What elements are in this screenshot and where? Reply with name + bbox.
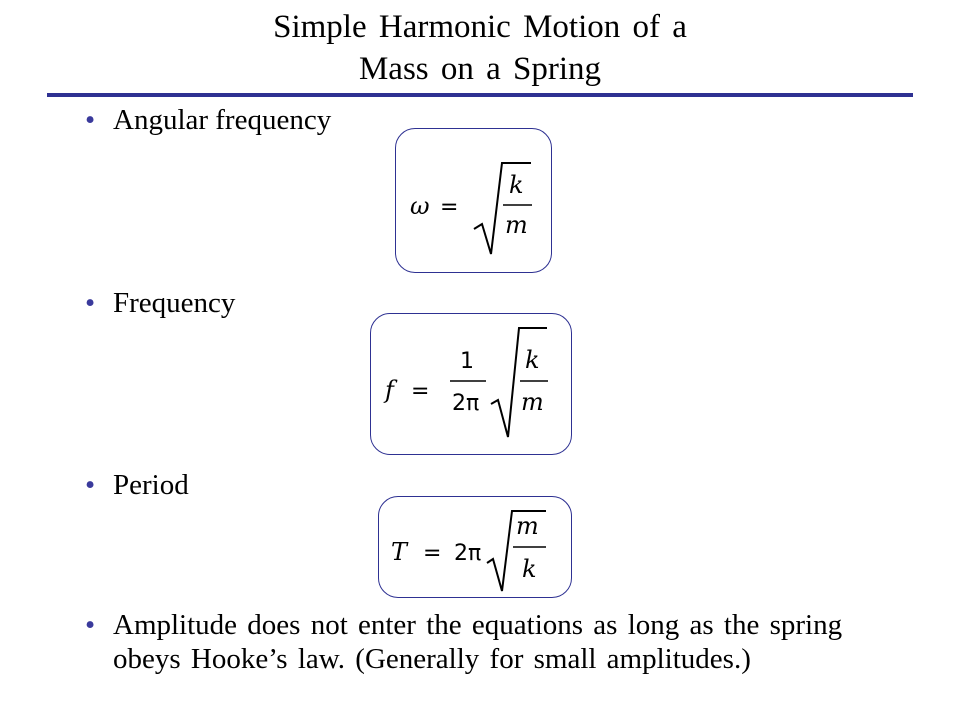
formula-one: 1 [460, 349, 474, 374]
formula-equals: = [423, 541, 441, 566]
formula-denominator: m [505, 211, 528, 239]
formula-T-lhs: T [391, 538, 409, 566]
slide-title: Simple Harmonic Motion of a Mass on a Sp… [0, 6, 960, 90]
formula-equals: = [411, 379, 429, 404]
sqrt-sign [486, 510, 546, 592]
slide-title-line-1: Simple Harmonic Motion of a [273, 9, 687, 45]
slide-title-line-2: Mass on a Spring [358, 51, 602, 87]
bullet-text: Amplitude does not enter the equations a… [113, 609, 843, 675]
sqrt-sign [490, 327, 547, 438]
formula-f-lhs: f [383, 376, 398, 404]
bullet-icon: • [85, 104, 96, 136]
formula-two-pi: 2π [452, 391, 479, 416]
formula-omega-lhs: ω [410, 192, 430, 220]
title-underline [47, 93, 913, 97]
bullet-text: Period [113, 469, 189, 501]
formula-denominator: m [521, 388, 544, 416]
formula-numerator: m [516, 512, 539, 540]
formula-two-pi: 2π [454, 541, 481, 566]
formula-equals: = [440, 195, 458, 220]
bullet-text: Frequency [113, 287, 236, 319]
formula-numerator: k [509, 171, 524, 199]
formula-frequency: f = 1 2π k m [370, 313, 572, 455]
bullet-icon: • [85, 469, 96, 501]
bullet-icon: • [85, 287, 96, 319]
sqrt-sign [473, 162, 531, 255]
bullet-icon: • [85, 609, 96, 641]
formula-numerator: k [525, 346, 540, 374]
formula-period: T = 2π m k [378, 496, 572, 598]
bullet-text: Angular frequency [113, 104, 332, 136]
formula-angular-frequency: ω = k m [395, 128, 552, 273]
formula-denominator: k [522, 555, 537, 583]
